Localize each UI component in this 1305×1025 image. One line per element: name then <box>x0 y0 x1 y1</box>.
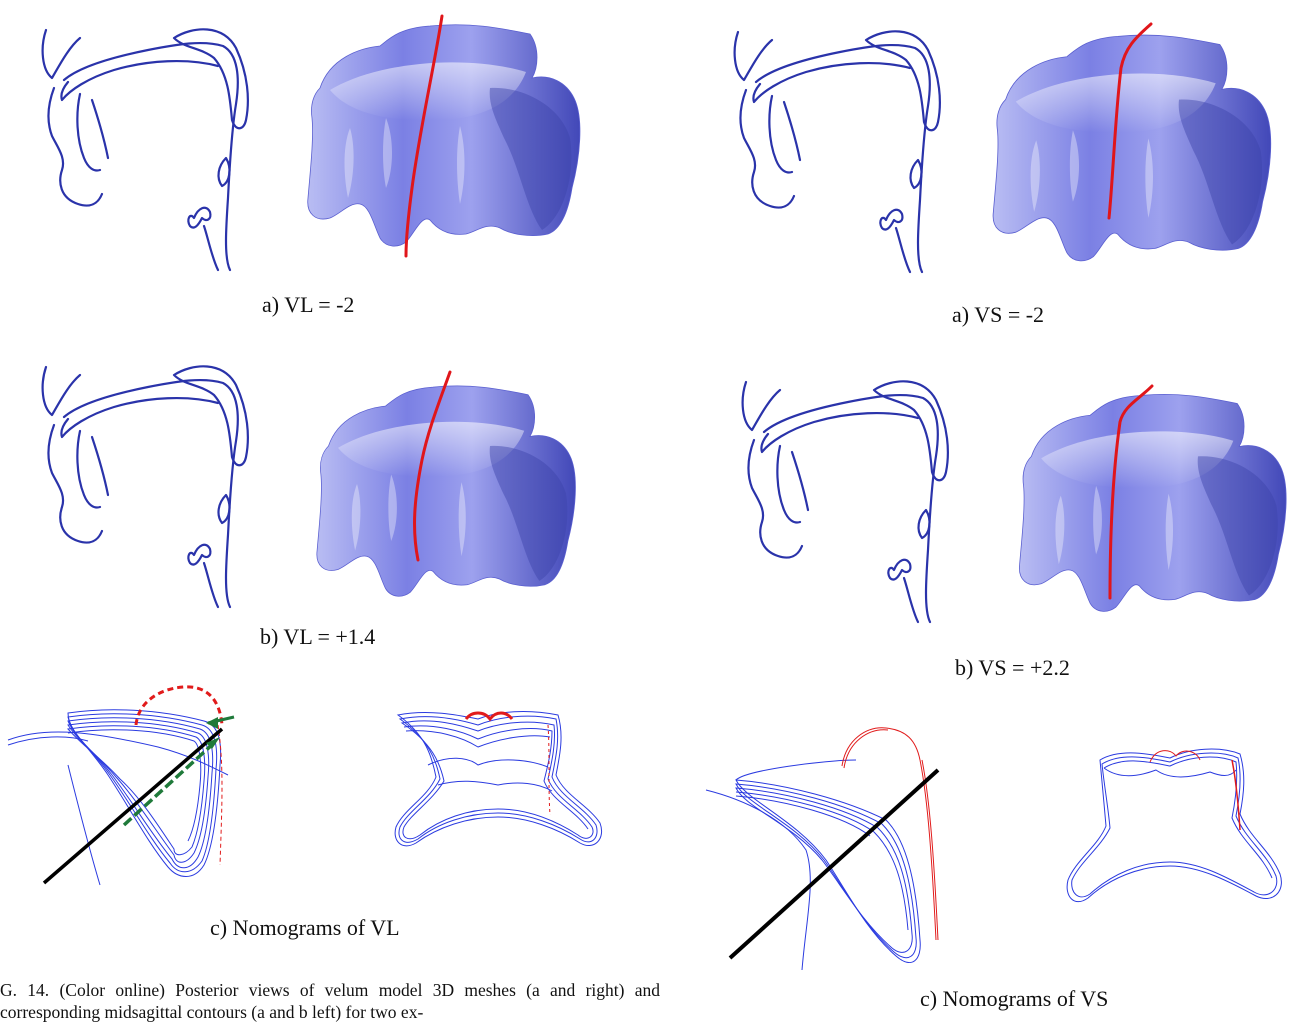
vl-nomogram-mesh <box>388 705 608 855</box>
vs-panel-c-caption: c) Nomograms of VS <box>920 986 1108 1012</box>
vs-nomogram-mesh <box>1060 740 1290 940</box>
vl-panel-a-caption: a) VL = -2 <box>262 292 354 318</box>
vs-panel-b-contour <box>718 360 958 630</box>
vl-panel-b-contour <box>18 345 258 615</box>
vl-panel-a-contour <box>18 8 258 278</box>
vs-panel-a-caption: a) VS = -2 <box>952 302 1044 328</box>
vl-panel-b-mesh <box>290 360 590 610</box>
vs-panel-a-contour <box>710 10 950 280</box>
vs-panel-b-caption: b) VS = +2.2 <box>955 655 1070 681</box>
vs-panel-a-mesh <box>975 18 1275 268</box>
figure-caption: G. 14. (Color online) Posterior views of… <box>0 980 660 1024</box>
vs-nomogram-sagittal <box>706 720 956 970</box>
vl-nomogram-sagittal <box>8 685 258 890</box>
vl-panel-b-caption: b) VL = +1.4 <box>260 624 375 650</box>
vl-panel-c-caption: c) Nomograms of VL <box>210 915 400 941</box>
vs-panel-b-mesh <box>992 378 1292 628</box>
vl-panel-a-mesh <box>290 8 590 258</box>
